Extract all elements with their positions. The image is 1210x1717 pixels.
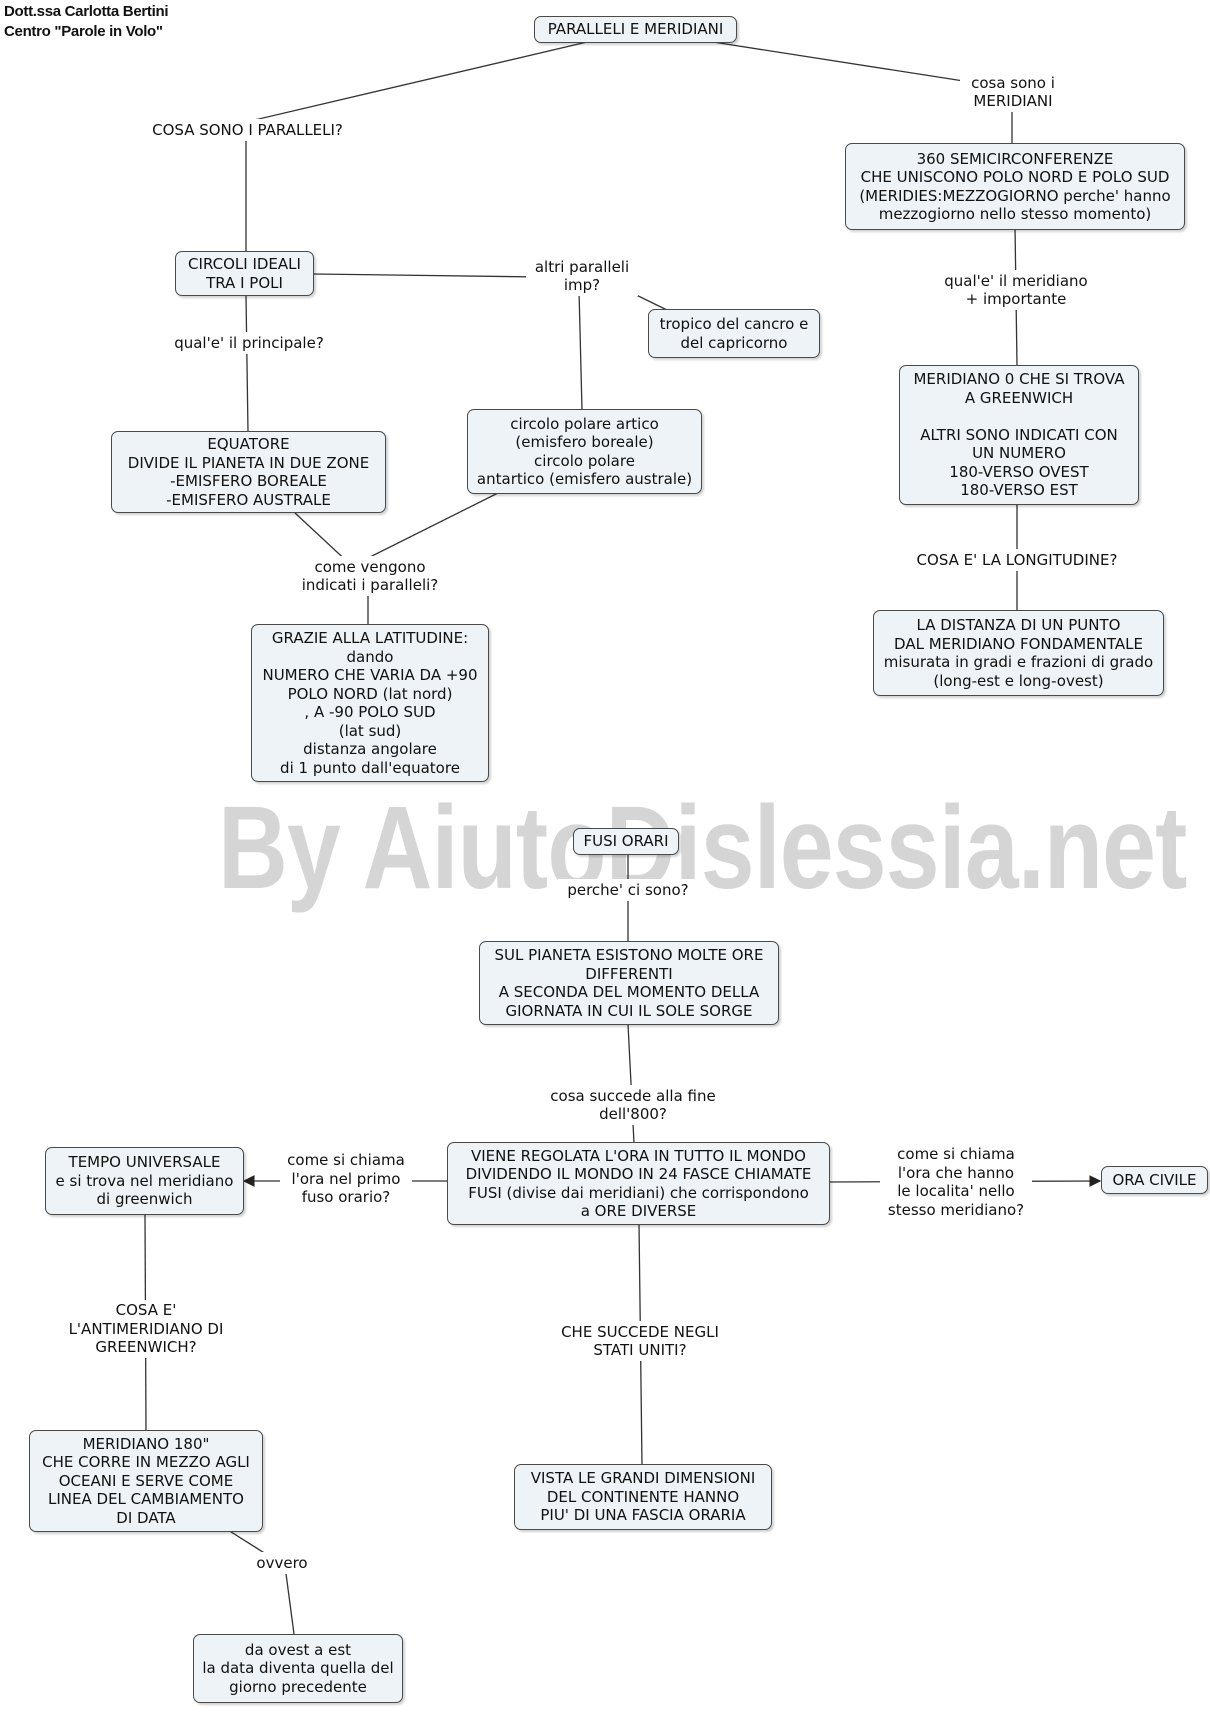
node-latitudine: GRAZIE ALLA LATITUDINE: dando NUMERO CHE…: [251, 624, 489, 782]
label-ovvero: ovvero: [250, 1552, 314, 1574]
label-perche-ci-sono: perche' ci sono?: [558, 879, 698, 901]
label-cosa-sono-paralleli: COSA SONO I PARALLELI?: [140, 119, 355, 141]
label-stesso-meridiano: come si chiama l'ora che hanno le locali…: [880, 1143, 1032, 1221]
label-meridiano-importante: qual'e' il meridiano + importante: [936, 270, 1096, 310]
node-ora-civile: ORA CIVILE: [1101, 1166, 1208, 1194]
label-stati-uniti: CHE SUCCEDE NEGLI STATI UNITI?: [552, 1321, 728, 1361]
node-tempo-universale: TEMPO UNIVERSALE e si trova nel meridian…: [45, 1147, 244, 1215]
node-equatore: EQUATORE DIVIDE IL PIANETA IN DUE ZONE -…: [111, 431, 386, 513]
watermark: By AiutoDislessia.net: [218, 782, 1187, 914]
node-distanza: LA DISTANZA DI UN PUNTO DAL MERIDIANO FO…: [873, 610, 1164, 696]
node-semicirconferenze: 360 SEMICIRCONFERENZE CHE UNISCONO POLO …: [845, 143, 1185, 230]
node-regolata: VIENE REGOLATA L'ORA IN TUTTO IL MONDO D…: [447, 1142, 830, 1225]
connector-paralleli: [245, 41, 588, 252]
node-grandi-dimensioni: VISTA LE GRANDI DIMENSIONI DEL CONTINENT…: [514, 1464, 772, 1530]
node-meridiano-zero: MERIDIANO 0 CHE SI TROVA A GREENWICH ALT…: [899, 365, 1139, 505]
connector-principale: [245, 295, 249, 433]
connector-circolo-polare: [578, 289, 583, 411]
connector-altri-paralleli: [312, 273, 543, 278]
author-center: Centro "Parole in Volo": [4, 23, 163, 40]
author-credit: Dott.ssa Carlotta Bertini Centro "Parole…: [4, 2, 169, 42]
connector-fine-800: [627, 1023, 635, 1144]
node-tropico: tropico del cancro e del capricorno: [648, 309, 820, 358]
node-circolo-polare: circolo polare artico (emisfero boreale)…: [467, 409, 702, 494]
node-fusi-orari: FUSI ORARI: [573, 828, 679, 855]
label-fine-800: cosa succede alla fine dell'800?: [543, 1085, 723, 1125]
label-principale: qual'e' il principale?: [169, 332, 329, 354]
node-circoli-ideali: CIRCOLI IDEALI TRA I POLI: [175, 251, 314, 296]
connector-ovvero: [227, 1529, 295, 1635]
node-paralleli-meridiani: PARALLELI E MERIDIANI: [534, 16, 737, 43]
label-primo-fuso: come si chiama l'ora nel primo fuso orar…: [280, 1150, 412, 1208]
node-ovest-est: da ovest a est la data diventa quella de…: [193, 1634, 403, 1703]
label-cosa-sono-meridiani: cosa sono i MERIDIANI: [960, 72, 1066, 112]
author-name: Dott.ssa Carlotta Bertini: [4, 3, 169, 20]
node-meridiano-180: MERIDIANO 180" CHE CORRE IN MEZZO AGLI O…: [29, 1430, 263, 1532]
label-come-indicati: come vengono indicati i paralleli?: [296, 556, 444, 596]
label-longitudine: COSA E' LA LONGITUDINE?: [907, 549, 1127, 571]
label-altri-paralleli: altri paralleli imp?: [526, 256, 638, 296]
label-antimeridiano: COSA E' L'ANTIMERIDIANO DI GREENWICH?: [56, 1300, 236, 1358]
node-molte-ore: SUL PIANETA ESISTONO MOLTE ORE DIFFERENT…: [479, 941, 779, 1025]
